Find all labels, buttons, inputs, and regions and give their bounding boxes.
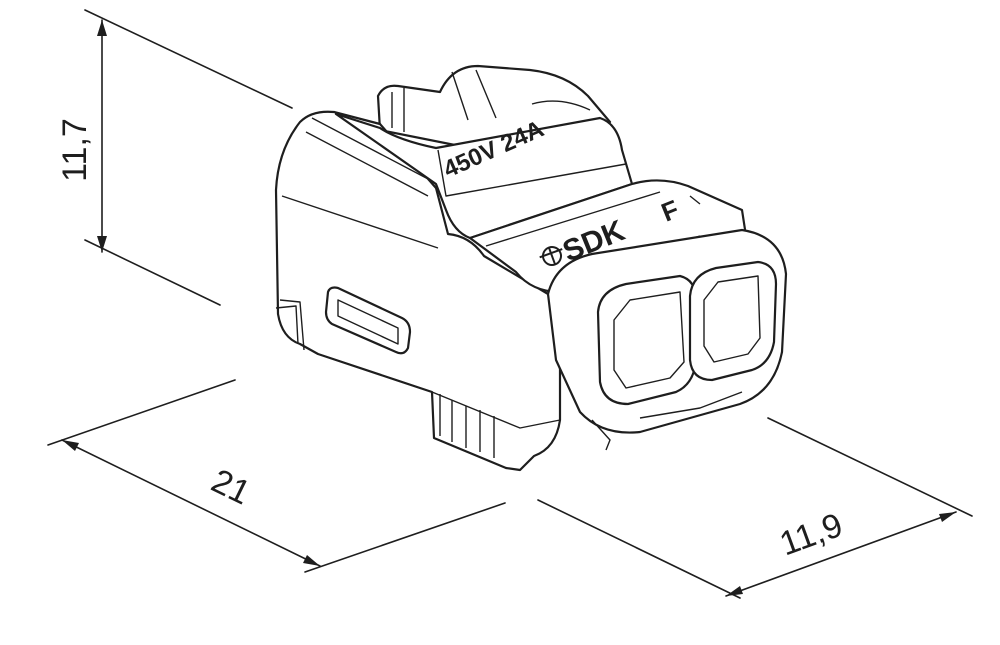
- length-extension-left: [47, 379, 236, 446]
- width-dimension-line: [725, 511, 957, 597]
- length-arrow-left: [62, 440, 79, 451]
- length-dimension-label: 21: [205, 462, 256, 513]
- width-dimension: 11,9: [537, 417, 973, 599]
- wire-entry-right-inner: [703, 275, 761, 363]
- front-plate: [468, 179, 748, 294]
- length-arrow-right: [303, 555, 320, 566]
- height-dimension: 11,7: [56, 9, 293, 306]
- wire-entry-left-inner: [613, 291, 685, 389]
- rear-lever-edge: [391, 69, 497, 132]
- housing-side-edge: [279, 117, 439, 351]
- approval-mark-icon: [539, 246, 563, 266]
- wire-entry-left: [596, 274, 698, 406]
- top-cover-band: [437, 100, 627, 197]
- length-dimension-line: [61, 439, 321, 567]
- width-arrow-left: [726, 586, 743, 596]
- width-extension-right: [767, 417, 973, 517]
- side-window-inner: [337, 299, 399, 345]
- top-cover: [334, 112, 634, 240]
- height-extension-top: [84, 9, 293, 109]
- height-extension-bottom: [84, 239, 221, 306]
- height-dimension-label: 11,7: [56, 118, 94, 182]
- width-extension-left: [537, 499, 741, 599]
- connector: 450V 24A SDK F: [274, 64, 788, 472]
- height-arrow-bottom: [97, 236, 107, 252]
- housing-side: [274, 110, 562, 472]
- length-extension-right: [304, 502, 506, 573]
- wire-entry-right: [688, 260, 778, 382]
- width-arrow-right: [939, 512, 956, 522]
- bottom-ribs: [275, 305, 743, 458]
- height-arrow-top: [97, 20, 107, 36]
